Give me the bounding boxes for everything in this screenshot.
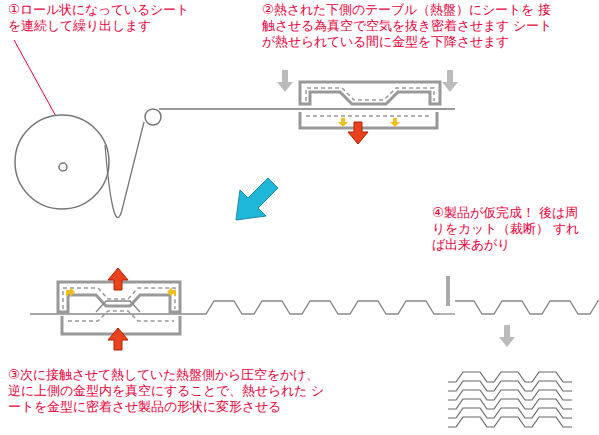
sheet (159, 108, 455, 109)
down-arrow (499, 325, 515, 347)
formed-sheet (455, 295, 599, 320)
product (448, 417, 572, 427)
formed-sheet (200, 295, 440, 320)
heat-plate (300, 112, 437, 128)
air-arrow (108, 268, 128, 350)
annotation-text: ②熱された下側のテーブル（熱盤）にシートを 接触させる為真空で空気を抜き密着させ… (262, 2, 561, 50)
product-stack (448, 372, 572, 427)
cutter (446, 276, 450, 306)
leader-line (14, 40, 58, 120)
down-arrow (277, 70, 458, 92)
sheet-roll (15, 115, 109, 209)
vacuum-arrow (338, 118, 400, 127)
sheet (105, 122, 144, 218)
annotation-text: ①ロール状になっているシート を連続して繰り出します (8, 2, 200, 34)
upper-mold (300, 82, 440, 104)
flow-arrow (236, 178, 278, 220)
annotation-text: ③次に接触させて熱していた熱盤側から圧空をかけ、 逆に上側の金型内を真空にするこ… (8, 367, 334, 415)
roll-core (59, 163, 67, 171)
annotation-text: ④製品が仮完成！ 後は周りをカット（裁断） すれば出来あがり (432, 205, 583, 253)
heat-plate (62, 301, 180, 334)
guide-roller (145, 109, 161, 125)
air-arrow (348, 122, 368, 144)
